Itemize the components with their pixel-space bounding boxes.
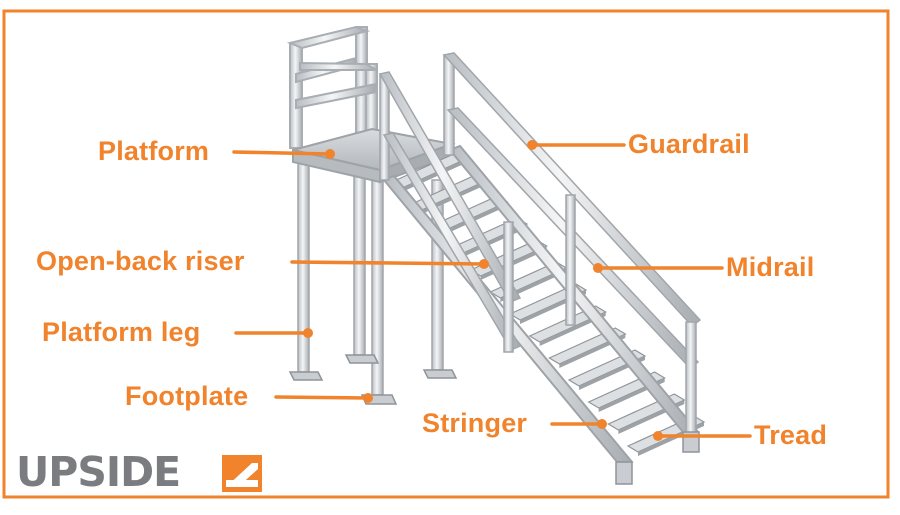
guardrail-dot <box>527 140 537 150</box>
footplate-leader <box>274 395 370 400</box>
stair-treads <box>390 151 706 456</box>
platform-dot <box>325 149 335 159</box>
label-guardrail: Guardrail <box>628 129 750 159</box>
label-stringer: Stringer <box>422 408 528 438</box>
midrail-dot <box>593 263 603 273</box>
platform-rail-frame <box>286 25 378 155</box>
label-platform: Platform <box>98 136 210 166</box>
stringer-dot <box>597 419 607 429</box>
label-open-back-riser: Open-back riser <box>36 246 245 276</box>
logo-mark <box>222 455 262 492</box>
label-tread: Tread <box>754 420 828 450</box>
footplate-dot <box>363 393 373 403</box>
callout-lines <box>232 143 752 438</box>
open-back-riser-dot <box>479 259 489 269</box>
diagram-border <box>2 9 890 499</box>
guardrail-assembly <box>442 52 702 435</box>
near-side-rail <box>378 71 522 353</box>
stair-tread-edge <box>539 312 606 346</box>
tread-dot <box>653 431 663 441</box>
logo-wordmark: UPSIDE <box>16 448 181 496</box>
platform-leader <box>232 150 332 156</box>
platform-leg-dot <box>303 328 313 338</box>
open-back-riser-leader <box>290 260 486 266</box>
label-midrail: Midrail <box>726 252 815 282</box>
label-footplate: Footplate <box>125 381 249 411</box>
label-platform-leg: Platform leg <box>42 317 201 347</box>
callout-dots <box>303 140 663 441</box>
